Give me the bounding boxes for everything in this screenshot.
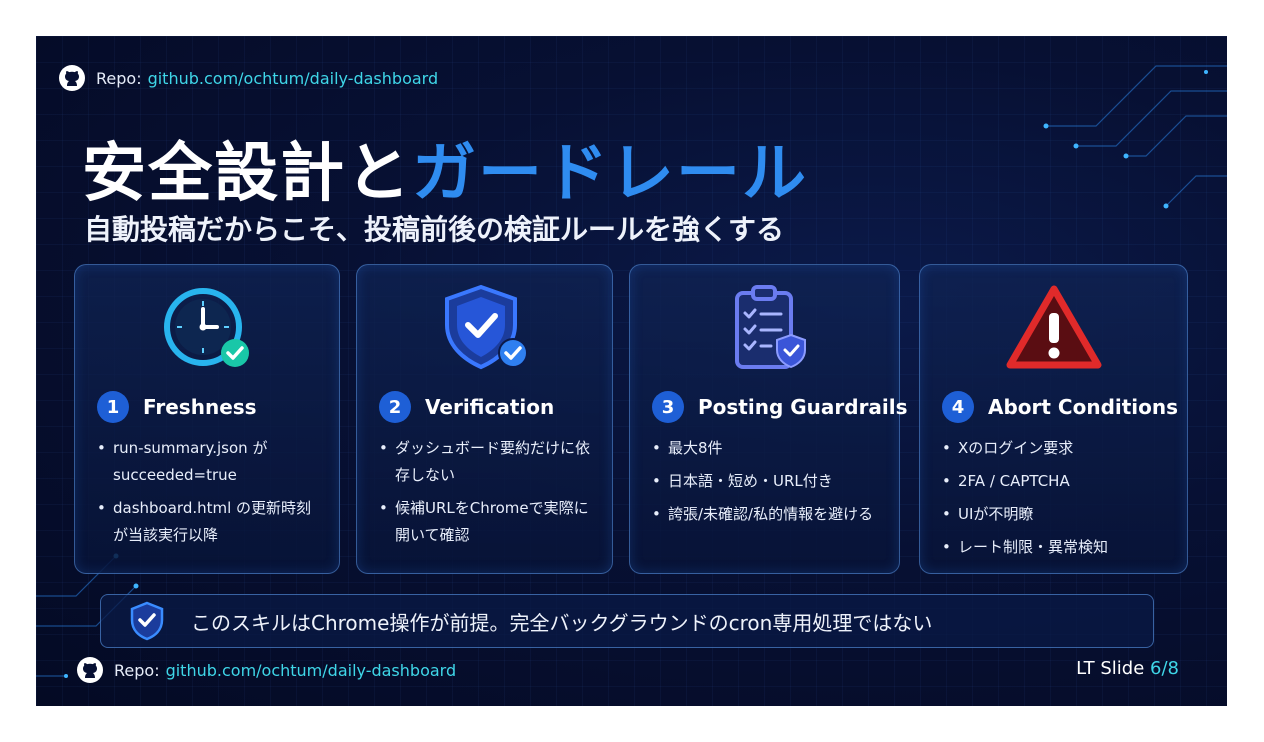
circuit-decoration xyxy=(36,65,1227,678)
slide-current: 6/8 xyxy=(1150,658,1179,679)
page-subtitle: 自動投稿だからこそ、投稿前後の検証ルールを強くする xyxy=(84,213,785,246)
card-number: 4 xyxy=(942,391,974,423)
bullet-item: run-summary.json が succeeded=true xyxy=(97,435,325,489)
bullet-item: レート制限・異常検知 xyxy=(942,534,1173,561)
shield-check-icon xyxy=(130,601,164,641)
clipboard-checklist-icon xyxy=(734,285,806,369)
card-number: 2 xyxy=(379,391,411,423)
github-icon xyxy=(59,65,85,91)
card-verification: 2 Verification ダッシュボード要約だけに依存しない 候補URLをC… xyxy=(356,264,613,574)
repo-label: Repo: xyxy=(96,68,142,88)
repo-url[interactable]: github.com/ochtum/daily-dashboard xyxy=(147,68,439,88)
bullet-item: ダッシュボード要約だけに依存しない xyxy=(379,435,598,489)
bullet-item: 候補URLをChromeで実際に開いて確認 xyxy=(379,495,598,549)
bullet-item: 誇張/未確認/私的情報を避ける xyxy=(652,501,885,528)
card-number: 3 xyxy=(652,391,684,423)
card-title: Posting Guardrails xyxy=(698,395,908,419)
warning-triangle-icon xyxy=(1006,285,1101,369)
card-freshness: 1 Freshness run-summary.json が succeeded… xyxy=(74,264,340,574)
repo-link-bottom[interactable]: Repo: github.com/ochtum/daily-dashboard xyxy=(76,656,456,684)
repo-link-top[interactable]: Repo: github.com/ochtum/daily-dashboard xyxy=(58,64,438,92)
bullet-list: run-summary.json が succeeded=true dashbo… xyxy=(97,435,325,555)
bullet-item: 日本語・短め・URL付き xyxy=(652,468,885,495)
github-icon xyxy=(77,657,103,683)
bullet-list: Xのログイン要求 2FA / CAPTCHA UIが不明瞭 レート制限・異常検知 xyxy=(942,435,1173,567)
clock-check-icon xyxy=(164,288,249,367)
note-banner: このスキルはChrome操作が前提。完全バックグラウンドのcron専用処理ではな… xyxy=(100,594,1154,648)
card-number: 1 xyxy=(97,391,129,423)
shield-check-icon xyxy=(444,284,528,370)
bullet-list: 最大8件 日本語・短め・URL付き 誇張/未確認/私的情報を避ける xyxy=(652,435,885,534)
card-title: Verification xyxy=(425,395,555,419)
card-posting-guardrails: 3 Posting Guardrails 最大8件 日本語・短め・URL付き 誇… xyxy=(629,264,908,574)
bullet-item: Xのログイン要求 xyxy=(942,435,1173,462)
title-accent: ガードレール xyxy=(412,137,808,211)
repo-label: Repo: xyxy=(114,660,160,680)
page-title: 安全設計とガードレール xyxy=(82,122,808,214)
card-title: Abort Conditions xyxy=(988,395,1179,419)
slide-number: LT Slide 6/8 xyxy=(1076,658,1179,679)
slide-prefix: LT Slide xyxy=(1076,658,1145,679)
bullet-item: UIが不明瞭 xyxy=(942,501,1173,528)
bullet-item: 最大8件 xyxy=(652,435,885,462)
title-main: 安全設計と xyxy=(82,137,412,211)
repo-url[interactable]: github.com/ochtum/daily-dashboard xyxy=(165,660,457,680)
slide: Repo: github.com/ochtum/daily-dashboard … xyxy=(36,36,1227,706)
bullet-item: dashboard.html の更新時刻が当該実行以降 xyxy=(97,495,325,549)
card-title: Freshness xyxy=(143,395,257,419)
bullet-list: ダッシュボード要約だけに依存しない 候補URLをChromeで実際に開いて確認 xyxy=(379,435,598,555)
card-abort-conditions: 4 Abort Conditions Xのログイン要求 2FA / CAPTCH… xyxy=(919,264,1188,574)
bullet-item: 2FA / CAPTCHA xyxy=(942,468,1173,495)
banner-text: このスキルはChrome操作が前提。完全バックグラウンドのcron専用処理ではな… xyxy=(191,610,933,635)
